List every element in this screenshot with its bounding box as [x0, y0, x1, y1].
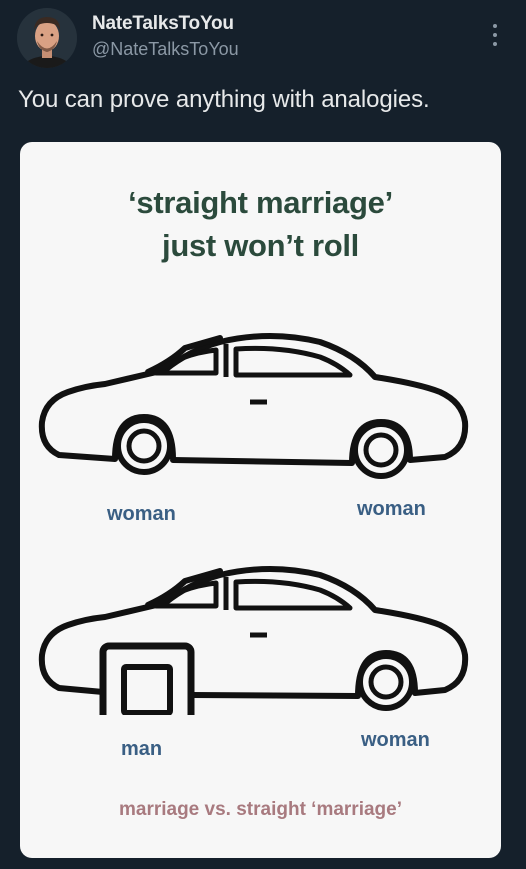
more-dot	[493, 33, 497, 37]
more-dot	[493, 24, 497, 28]
car-round-wheels-illustration	[38, 333, 469, 479]
more-options-icon[interactable]	[485, 20, 505, 50]
avatar[interactable]	[17, 8, 77, 68]
meme-caption: marriage vs. straight ‘marriage’	[118, 799, 402, 820]
more-dot	[493, 42, 497, 46]
tweet-media-image[interactable]: ‘straight marriage’ just won’t roll	[20, 142, 501, 858]
car2-rear-wheel-label: man	[121, 738, 163, 760]
car1-front-wheel-label: woman	[357, 498, 426, 520]
avatar-image	[17, 8, 77, 68]
car-square-wheel-illustration	[38, 566, 469, 715]
tweet-text: You can prove anything with analogies.	[18, 86, 430, 113]
meme-title-line-1: ‘straight marriage’	[128, 185, 393, 220]
display-name[interactable]: NateTalksToYou	[92, 13, 234, 34]
user-handle[interactable]: @NateTalksToYou	[92, 39, 239, 59]
meme-title-line-2: just won’t roll	[162, 228, 359, 263]
car1-rear-wheel-label: woman	[107, 503, 176, 525]
car2-front-wheel-label: woman	[361, 729, 430, 751]
